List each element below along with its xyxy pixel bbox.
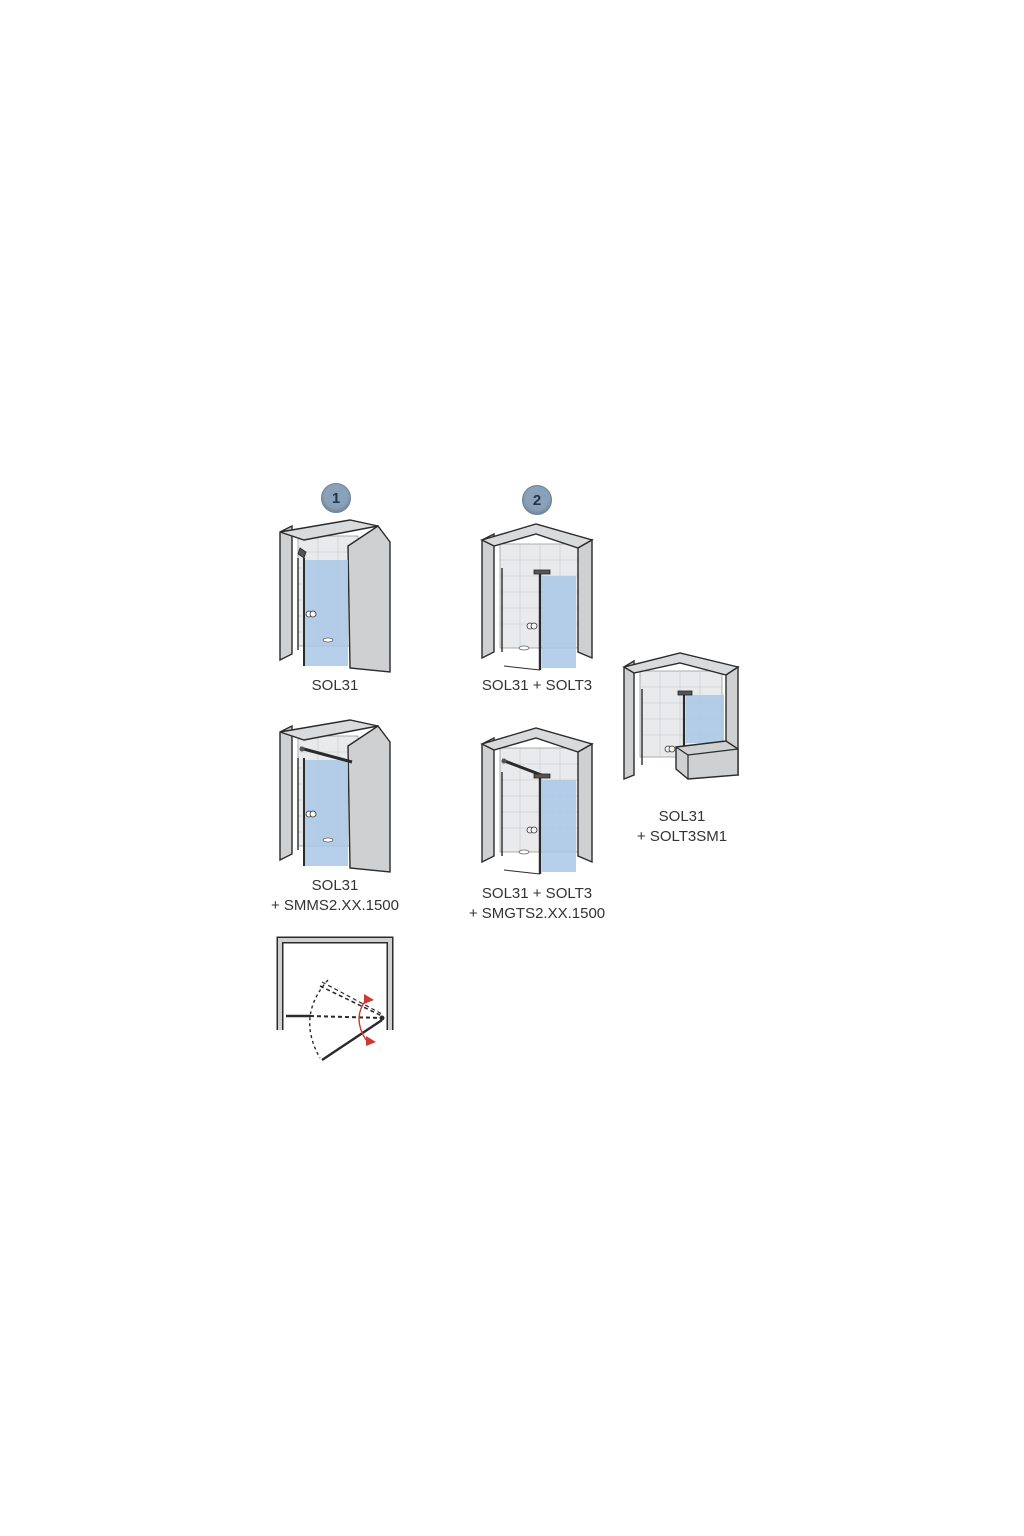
sol31-smms2-label-line2: + SMMS2.XX.1500 [271,897,399,914]
badge-1: 1 [321,483,351,513]
door-swing-plan-diagram [276,936,394,1061]
sol31-solt3sm1-label-line1: SOL31 [658,808,706,825]
sol31-smms2-label-line1: SOL31 [311,877,359,894]
sol31-solt3-smgts2-label-line2: + SMGTS2.XX.1500 [468,905,606,922]
sol31-solt3-label: SOL31 + SOLT3 [462,676,612,696]
sol31-smms2-illustration [279,719,391,873]
sol31-solt3-smgts2-label-line1: SOL31 + SOLT3 [481,885,593,902]
sol31-solt3-smgts2-label: SOL31 + SOLT3 + SMGTS2.XX.1500 [452,884,622,924]
sol31-label: SOL31 [290,676,380,696]
sol31-label-line1: SOL31 [311,677,359,694]
sol31-solt3sm1-label-line2: + SOLT3SM1 [636,828,728,845]
badge-2: 2 [522,485,552,515]
sol31-solt3-label-line1: SOL31 + SOLT3 [481,677,593,694]
sol31-solt3-smgts2-illustration [480,727,594,875]
sol31-solt3-illustration [480,523,594,671]
sol31-solt3sm1-illustration [622,652,740,781]
sol31-smms2-label: SOL31 + SMMS2.XX.1500 [255,876,415,916]
sol31-solt3sm1-label: SOL31 + SOLT3SM1 [612,807,752,847]
sol31-illustration [279,519,391,673]
